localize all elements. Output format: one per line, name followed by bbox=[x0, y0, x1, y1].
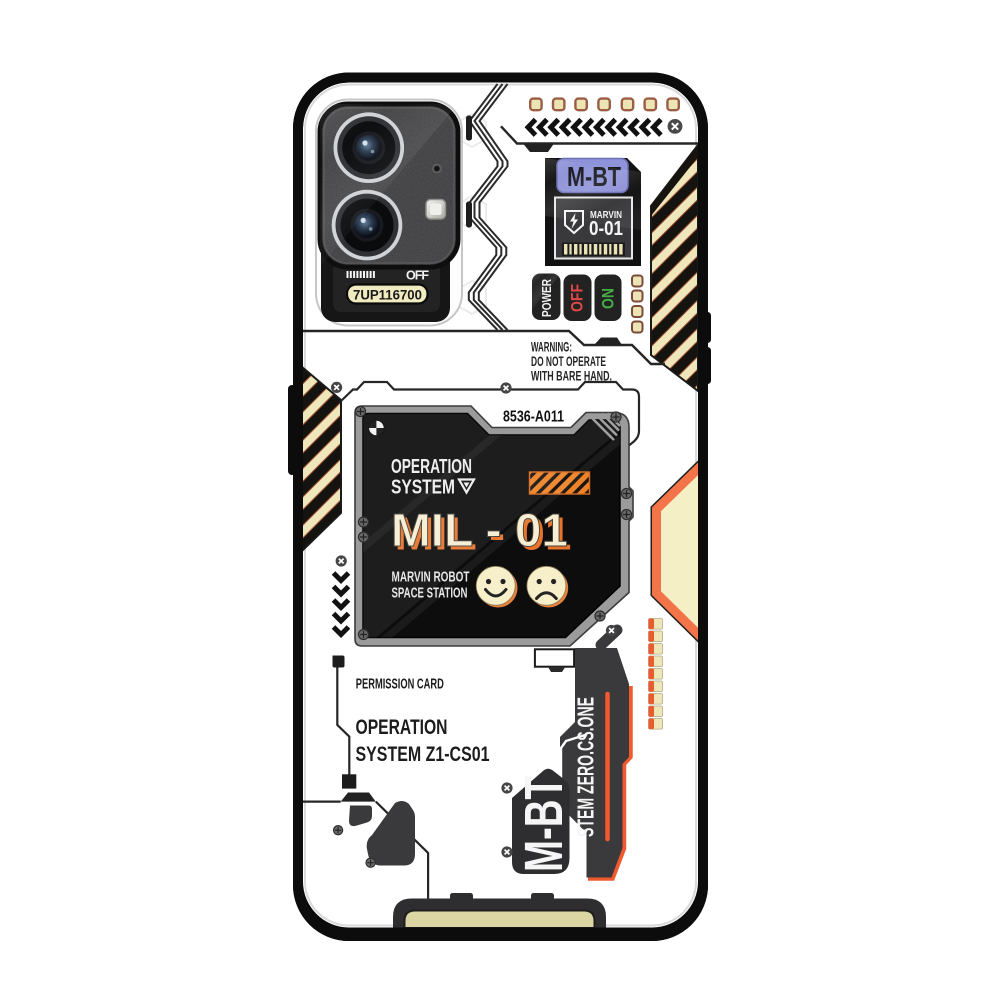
svg-text:OFF: OFF bbox=[568, 284, 587, 312]
svg-text:OPERATION: OPERATION bbox=[391, 455, 472, 478]
svg-text:SYSTEM: SYSTEM bbox=[391, 476, 455, 499]
svg-text:OPERATION: OPERATION bbox=[356, 715, 448, 739]
svg-text:OFF: OFF bbox=[406, 269, 429, 283]
svg-text:STEM ZERO.CS.ONE: STEM ZERO.CS.ONE bbox=[573, 697, 599, 837]
svg-text:PERMISSION CARD: PERMISSION CARD bbox=[356, 677, 444, 693]
svg-text:ON: ON bbox=[599, 288, 618, 309]
svg-text:SYSTEM Z1-CS01: SYSTEM Z1-CS01 bbox=[356, 742, 490, 766]
svg-text:7UP116700: 7UP116700 bbox=[353, 288, 422, 303]
svg-text:DO NOT OPERATE: DO NOT OPERATE bbox=[531, 354, 606, 369]
svg-text:SPACE STATION: SPACE STATION bbox=[392, 586, 468, 602]
svg-text:MARVIN ROBOT: MARVIN ROBOT bbox=[392, 570, 470, 586]
svg-text:M-BT: M-BT bbox=[514, 776, 574, 872]
svg-text:WITH BARE HAND.: WITH BARE HAND. bbox=[531, 369, 612, 384]
svg-text:WARNING:: WARNING: bbox=[531, 340, 572, 355]
svg-text:MIL - 01: MIL - 01 bbox=[395, 508, 572, 560]
svg-text:MIL - 01: MIL - 01 bbox=[391, 504, 568, 556]
svg-text:8536-A011: 8536-A011 bbox=[503, 409, 564, 426]
